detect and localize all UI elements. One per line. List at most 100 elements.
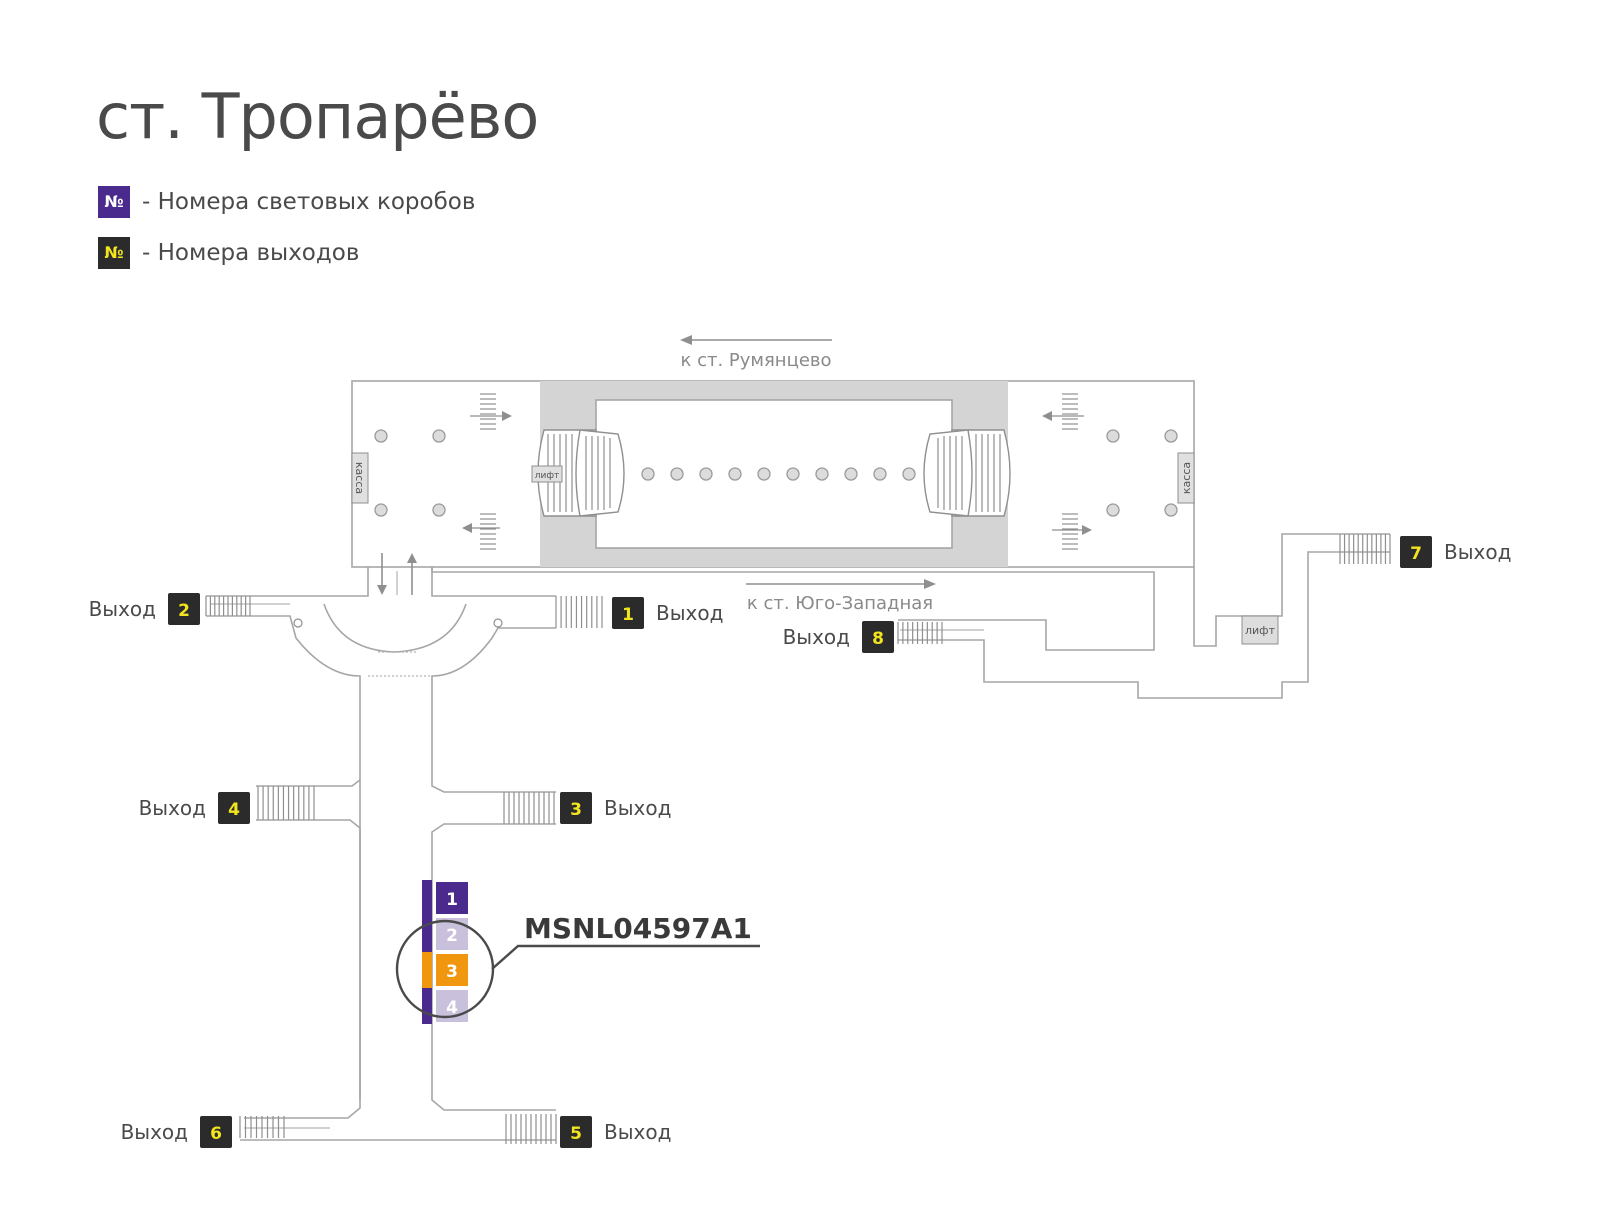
lightbox-strip bbox=[422, 916, 432, 952]
exit-word: Выход bbox=[89, 597, 156, 621]
exit-word: Выход bbox=[139, 796, 206, 820]
direction-arrow-rumyantsevo bbox=[680, 335, 832, 345]
lightbox-box bbox=[436, 954, 468, 986]
lightbox-strip bbox=[422, 952, 432, 988]
exit-word: Выход bbox=[604, 796, 671, 820]
hall-stairs-top-right bbox=[1042, 393, 1084, 430]
lightbox-number: 1 bbox=[446, 890, 458, 910]
center-column bbox=[902, 467, 916, 481]
center-column bbox=[699, 467, 713, 481]
lightbox-strip bbox=[422, 880, 432, 916]
exit-badge bbox=[168, 593, 200, 625]
vestibule-elevator-label: лифт bbox=[1245, 624, 1276, 637]
side-column bbox=[432, 503, 446, 517]
hall-stairs-top-left bbox=[470, 393, 512, 430]
side-column bbox=[432, 429, 446, 443]
lightbox-1: 1 bbox=[422, 880, 468, 916]
exit-word: Выход bbox=[1444, 540, 1511, 564]
hall-stairs-bottom-right bbox=[1052, 513, 1092, 550]
hall-stairs-bottom-left bbox=[462, 513, 500, 550]
lightbox-strip bbox=[422, 988, 432, 1024]
exit-stairs bbox=[205, 534, 1391, 1144]
exit-stair-glyph bbox=[1339, 534, 1391, 564]
legend-lightbox-row: № - Номера световых коробов bbox=[98, 186, 475, 218]
exit-number: 6 bbox=[210, 1124, 222, 1144]
exit-1-label: 1 Выход bbox=[612, 597, 723, 629]
lightbox-number: 4 bbox=[446, 998, 458, 1018]
exit-word: Выход bbox=[604, 1120, 671, 1144]
escalator-left bbox=[537, 429, 625, 517]
side-column bbox=[374, 503, 388, 517]
side-column bbox=[1106, 429, 1120, 443]
callout-line bbox=[491, 944, 760, 970]
exit-stair-glyph bbox=[257, 786, 315, 820]
left-vestibule bbox=[206, 553, 556, 1141]
center-column bbox=[786, 467, 800, 481]
legend-lightbox-badge: № bbox=[98, 186, 130, 218]
exit-number: 3 bbox=[570, 800, 582, 820]
exit-stair-glyph bbox=[555, 596, 603, 628]
side-column bbox=[374, 429, 388, 443]
center-column bbox=[815, 467, 829, 481]
exit-badge bbox=[612, 597, 644, 629]
lightbox-group: 1 2 3 4 bbox=[422, 880, 468, 1024]
legend-exit-badge: № bbox=[98, 237, 130, 269]
right-vestibule: лифт bbox=[431, 533, 1390, 699]
lightbox-code-label: MSNL04597A1 bbox=[524, 912, 752, 945]
side-columns bbox=[374, 429, 1178, 517]
exit-7-label: 7 Выход bbox=[1400, 536, 1511, 568]
center-column bbox=[670, 467, 684, 481]
exit-number: 2 bbox=[178, 601, 190, 621]
direction-label-rumyantsevo: к ст. Румянцево bbox=[680, 350, 831, 371]
lightbox-number: 3 bbox=[446, 962, 458, 982]
center-column bbox=[844, 467, 858, 481]
lightbox-3: 3 bbox=[422, 952, 468, 988]
exit-5-label: 5 Выход bbox=[560, 1116, 671, 1148]
exit-badge bbox=[560, 1116, 592, 1148]
exit-stair-glyph bbox=[505, 1114, 557, 1144]
direction-arrow-yugo-zapadnaya bbox=[746, 579, 936, 589]
lightbox-box bbox=[436, 882, 468, 914]
exit-word: Выход bbox=[121, 1120, 188, 1144]
exit-number: 4 bbox=[228, 800, 240, 820]
exit-badge bbox=[560, 792, 592, 824]
exit-stair-glyph bbox=[205, 596, 251, 616]
exit-8-label: 8 Выход bbox=[783, 621, 894, 653]
exit-stair-glyph bbox=[897, 622, 943, 644]
side-column bbox=[1164, 429, 1178, 443]
escalator-right bbox=[923, 429, 1011, 517]
exit-number: 7 bbox=[1410, 544, 1422, 564]
direction-label-yugo-zapadnaya: к ст. Юго-Западная bbox=[747, 593, 933, 614]
cashier-left-label: касса bbox=[353, 462, 366, 494]
exit-stair-glyph bbox=[239, 1116, 285, 1138]
exit-badge bbox=[218, 792, 250, 824]
exit-stair-glyph bbox=[503, 792, 555, 824]
hall-elevator-label: лифт bbox=[535, 471, 560, 481]
cashier-right-label: касса bbox=[1180, 462, 1193, 494]
lightbox-number: 2 bbox=[446, 926, 458, 946]
center-column bbox=[757, 467, 771, 481]
exit-word: Выход bbox=[656, 601, 723, 625]
exit-number: 8 bbox=[872, 629, 884, 649]
exit-badge bbox=[200, 1116, 232, 1148]
center-column bbox=[641, 467, 655, 481]
center-column bbox=[728, 467, 742, 481]
exit-word: Выход bbox=[783, 625, 850, 649]
exit-6-label: 6 Выход bbox=[121, 1116, 232, 1148]
exit-number: 1 bbox=[622, 605, 634, 625]
side-column bbox=[1164, 503, 1178, 517]
side-column bbox=[1106, 503, 1120, 517]
exit-badge bbox=[1400, 536, 1432, 568]
exit-3-label: 3 Выход bbox=[560, 792, 671, 824]
legend-exit-row: № - Номера выходов bbox=[98, 237, 359, 269]
exit-badge bbox=[862, 621, 894, 653]
exit-2-label: 2 Выход bbox=[89, 593, 200, 625]
legend-lightbox-text: - Номера световых коробов bbox=[142, 189, 476, 215]
station-title: ст. Тропарёво bbox=[96, 80, 539, 153]
lightbox-4: 4 bbox=[422, 988, 468, 1024]
legend-exit-text: - Номера выходов bbox=[142, 240, 360, 266]
exit-number: 5 bbox=[570, 1124, 582, 1144]
